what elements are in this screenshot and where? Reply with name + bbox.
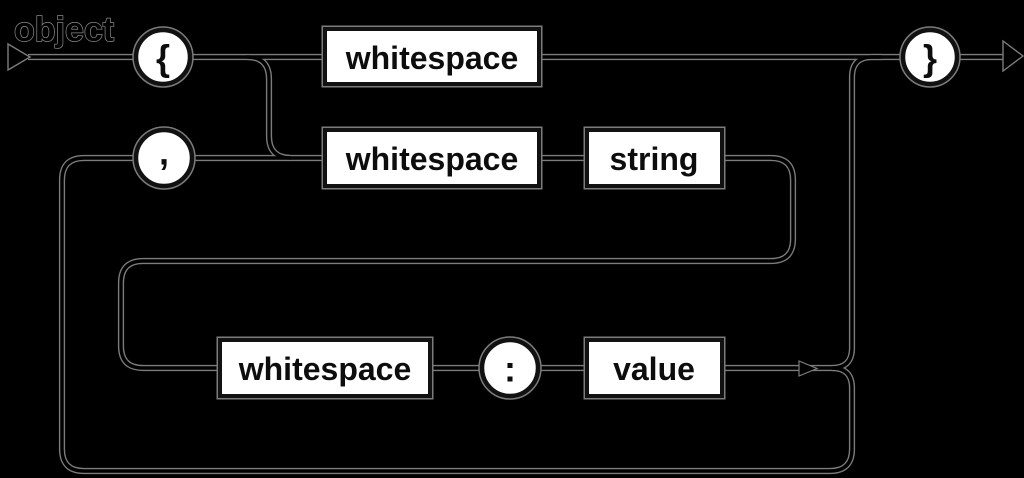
box — [218, 338, 432, 398]
terminal-comma-glyph: , — [159, 132, 169, 173]
terminal-open-brace: { — [132, 26, 194, 88]
track-segment-fringe — [829, 364, 856, 475]
box — [323, 27, 541, 86]
railroad-tracks — [28, 53, 1003, 475]
nonterminal-label: whitespace — [345, 141, 519, 177]
terminal-colon-glyph: : — [504, 349, 516, 390]
box — [585, 128, 724, 188]
start-arrow-icon — [7, 42, 32, 72]
terminal-circle — [133, 127, 195, 189]
terminal-circle — [479, 337, 541, 399]
terminal-close-brace-glyph: } — [923, 38, 937, 79]
track-segment-fringe — [58, 154, 830, 475]
track-segment — [246, 55, 292, 160]
track-segment — [60, 156, 830, 473]
track-segment — [831, 55, 882, 370]
terminal-comma: , — [132, 126, 196, 190]
track-segment-fringe — [831, 53, 882, 372]
nonterminal-value: value — [583, 336, 726, 400]
nonterminal-whitespace-loop: whitespace — [321, 126, 543, 190]
terminal-colon: : — [478, 336, 542, 400]
nonterminal-string: string — [583, 126, 726, 190]
end-arrow-icon — [1002, 39, 1024, 73]
nonterminal-label: string — [610, 141, 699, 177]
terminal-close-brace: } — [899, 26, 961, 88]
terminal-circle — [900, 27, 960, 87]
rule-name-label: object — [14, 11, 114, 49]
track-segment — [119, 156, 795, 370]
track-segment — [829, 366, 854, 473]
box — [323, 128, 541, 188]
nonterminal-label: whitespace — [238, 351, 412, 387]
nonterminal-whitespace-pair: whitespace — [216, 336, 434, 400]
terminal-circle — [133, 27, 193, 87]
terminal-open-brace-glyph: { — [156, 38, 170, 79]
nonterminal-label: whitespace — [345, 40, 519, 76]
nonterminal-whitespace-top: whitespace — [321, 25, 543, 88]
nonterminal-label: value — [613, 351, 695, 387]
mid-arrow-icon — [798, 360, 819, 377]
box — [585, 338, 724, 398]
